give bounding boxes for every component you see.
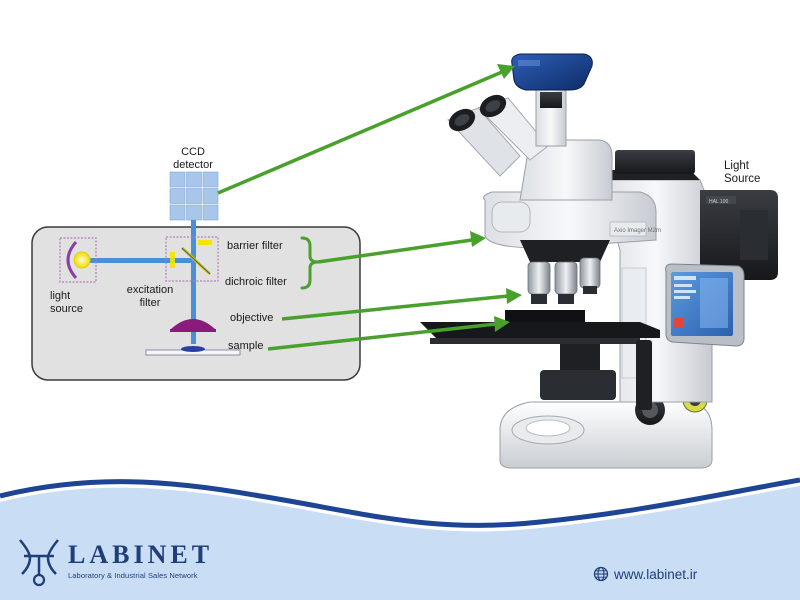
label-light-source: light source: [50, 290, 84, 315]
svg-text:HAL 100: HAL 100: [709, 199, 728, 205]
objective-lens: [170, 319, 216, 332]
label-barrier-filter: barrier filter: [227, 240, 283, 252]
website-text: www.labinet.ir: [614, 566, 698, 582]
label-excitation-filter: excitation filter: [126, 284, 174, 309]
excitation-beam: [88, 258, 192, 263]
label-ccd-detector: CCD detector: [173, 146, 213, 171]
arrow-sample-to-stage: [267, 316, 510, 351]
globe-icon: [593, 566, 609, 582]
arrow-objective-to-objectives: [281, 288, 522, 321]
pointer-arrows: [217, 64, 522, 351]
arrow-ccd-to-camera: [217, 64, 515, 195]
svg-text:Axio Imager M2m: Axio Imager M2m: [614, 228, 661, 234]
label-light-source-microscope: Light Source: [724, 160, 761, 185]
filter-cube: [165, 236, 219, 282]
label-objective: objective: [230, 312, 274, 324]
label-sample: sample: [228, 340, 264, 352]
emission-beam: [191, 220, 196, 344]
ccd-detector-grid: [169, 171, 219, 221]
website-link[interactable]: www.labinet.ir: [593, 566, 697, 582]
brand-tagline: Laboratory & Industrial Sales Network: [68, 571, 198, 580]
light-source-schematic: [59, 237, 97, 283]
sample-slide: [145, 346, 241, 356]
brand-name: LABINET: [68, 540, 214, 569]
microscope-illustration: HAL 100 Axio Imager M2m: [420, 53, 778, 469]
labinet-logo-icon: [19, 539, 59, 587]
label-dichroic-filter: dichroic filter: [225, 276, 287, 288]
footer-waves: [0, 477, 800, 600]
arrow-filters-to-housing: [317, 231, 486, 264]
